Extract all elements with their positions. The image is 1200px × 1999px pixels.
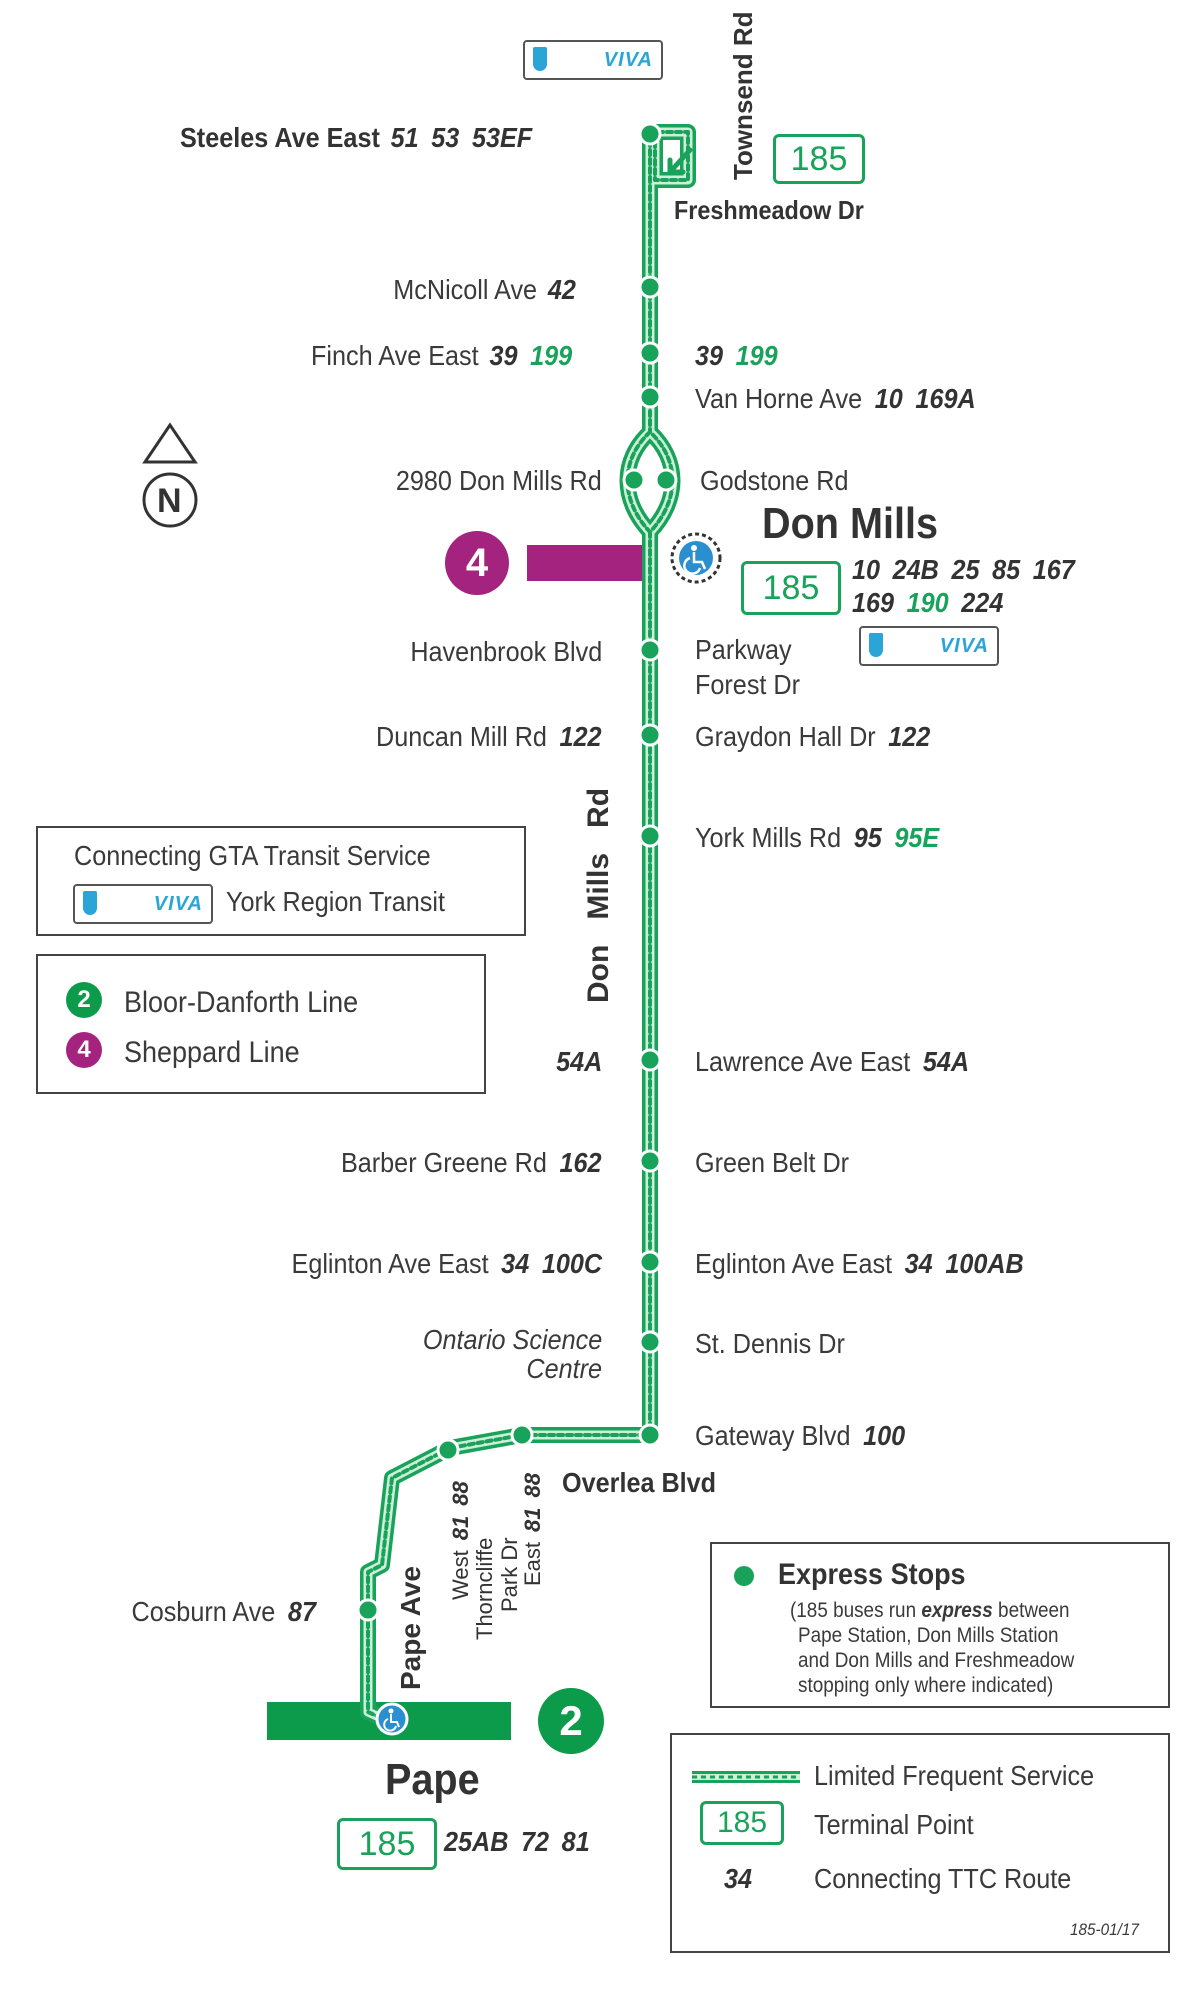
station-pape: Pape — [385, 1755, 480, 1804]
express-stop-dot-icon — [734, 1566, 754, 1586]
legend-terminal-box: 185 — [700, 1801, 784, 1845]
limited-service-line-icon — [692, 1771, 800, 1783]
stop-ontario-science-1: Ontario Science — [422, 1324, 602, 1355]
gta-transit-box: Connecting GTA Transit Service VIVA York… — [36, 826, 526, 936]
thorncliffe-label-1: Thorncliffe — [472, 1537, 497, 1640]
viva-mark-icon — [533, 47, 547, 71]
stop-havenbrook: Havenbrook Blvd — [410, 636, 602, 667]
overlea-blvd-label: Overlea Blvd — [562, 1467, 717, 1498]
viva-logo-don-mills: VIVA — [859, 626, 999, 666]
sheppard-line-label: Sheppard Line — [124, 1036, 300, 1069]
turnaround-arrow-icon — [667, 147, 693, 175]
express-note-line4: stopping only where indicated) — [798, 1674, 1054, 1697]
stop-parkway-forest-2: Forest Dr — [695, 669, 801, 700]
stop-st-dennis: St. Dennis Dr — [695, 1328, 845, 1359]
stop-dot-havenbrook — [638, 638, 662, 662]
stop-dot-finch — [638, 341, 662, 365]
legend-limited-service: Limited Frequent Service — [814, 1760, 1095, 1791]
line-2-badge: 2 — [538, 1688, 604, 1754]
york-region-transit-label: York Region Transit — [226, 886, 445, 917]
stop-parkway-forest-1: Parkway — [695, 634, 792, 665]
stop-dot-godstone — [654, 468, 678, 492]
stop-freshmeadow: Freshmeadow Dr — [674, 195, 864, 225]
stop-dots — [356, 122, 678, 1622]
line-4-badge: 4 — [445, 531, 509, 595]
stop-dot-2980 — [622, 468, 646, 492]
viva-logo-text: VIVA — [603, 49, 653, 71]
don-mills-accessible-icon — [670, 532, 722, 584]
stop-dot-steeles — [638, 122, 662, 146]
stop-2980-don-mills: 2980 Don Mills Rd — [396, 465, 602, 496]
legend-box: Limited Frequent Service 185 Terminal Po… — [670, 1733, 1170, 1953]
stop-thorncliffe-west: West8188 — [448, 1481, 473, 1600]
express-stops-title: Express Stops — [778, 1558, 966, 1591]
stop-lawrence-west: 54A — [555, 1046, 602, 1077]
terminal-185-don-mills: 185 — [741, 561, 841, 615]
stop-dot-mcnicoll — [638, 275, 662, 299]
pape-ave-label: Pape Ave — [395, 1566, 426, 1690]
stop-dot-eglinton — [638, 1250, 662, 1274]
terminal-185-north: 185 — [773, 134, 865, 184]
viva-logo-text: VIVA — [153, 893, 203, 915]
express-note-line3: and Don Mills and Freshmeadow — [798, 1649, 1075, 1672]
legend-route-number: 34 — [724, 1863, 753, 1894]
stop-dot-vanhorne — [638, 385, 662, 409]
terminal-185-pape: 185 — [337, 1818, 437, 1870]
express-note-line1: (185 buses run express between — [790, 1599, 1070, 1622]
subway-lines-box: 2 Bloor-Danforth Line 4 Sheppard Line — [36, 954, 486, 1094]
stop-dot-lawrence — [638, 1048, 662, 1072]
north-label: N — [157, 482, 182, 520]
bloor-danforth-line-label: Bloor-Danforth Line — [124, 986, 359, 1019]
stop-ontario-science-2: Centre — [526, 1353, 602, 1384]
stop-dot-science — [638, 1330, 662, 1354]
stop-dot-cosburn — [356, 1598, 380, 1622]
viva-logo-box: VIVA — [73, 884, 213, 924]
pape-accessible-icon — [375, 1702, 409, 1736]
stop-dot-duncan — [638, 723, 662, 747]
map-code: 185-01/17 — [1070, 1920, 1139, 1939]
legend-terminal-point: Terminal Point — [814, 1809, 974, 1840]
gta-transit-title: Connecting GTA Transit Service — [74, 840, 431, 871]
station-don-mills: Don Mills — [762, 499, 939, 548]
stop-dot-yorkmills — [638, 824, 662, 848]
stop-thorncliffe-east: East8188 — [520, 1473, 545, 1586]
stop-dot-gateway — [638, 1423, 662, 1447]
townsend-rd-label: Townsend Rd — [728, 11, 758, 180]
legend-connecting-route: Connecting TTC Route — [814, 1863, 1072, 1894]
stop-green-belt: Green Belt Dr — [695, 1147, 850, 1178]
viva-logo-text: VIVA — [939, 635, 989, 657]
stop-dot-barber — [638, 1149, 662, 1173]
don-mills-rd-street-label: Don Mills Rd — [582, 787, 615, 1003]
viva-mark-icon — [83, 891, 97, 915]
stop-godstone: Godstone Rd — [700, 465, 849, 496]
viva-logo-top: VIVA — [523, 40, 663, 80]
viva-mark-icon — [869, 633, 883, 657]
express-note-line2: Pape Station, Don Mills Station — [798, 1624, 1059, 1647]
stop-dot-thorncliffe — [436, 1438, 460, 1462]
express-stops-box: Express Stops (185 buses run express bet… — [710, 1542, 1170, 1708]
stop-dot-overlea — [510, 1423, 534, 1447]
north-arrow-icon — [142, 422, 198, 528]
line-2-small-badge: 2 — [66, 982, 102, 1018]
sheppard-line-bar — [527, 545, 657, 581]
line-4-small-badge: 4 — [66, 1032, 102, 1068]
